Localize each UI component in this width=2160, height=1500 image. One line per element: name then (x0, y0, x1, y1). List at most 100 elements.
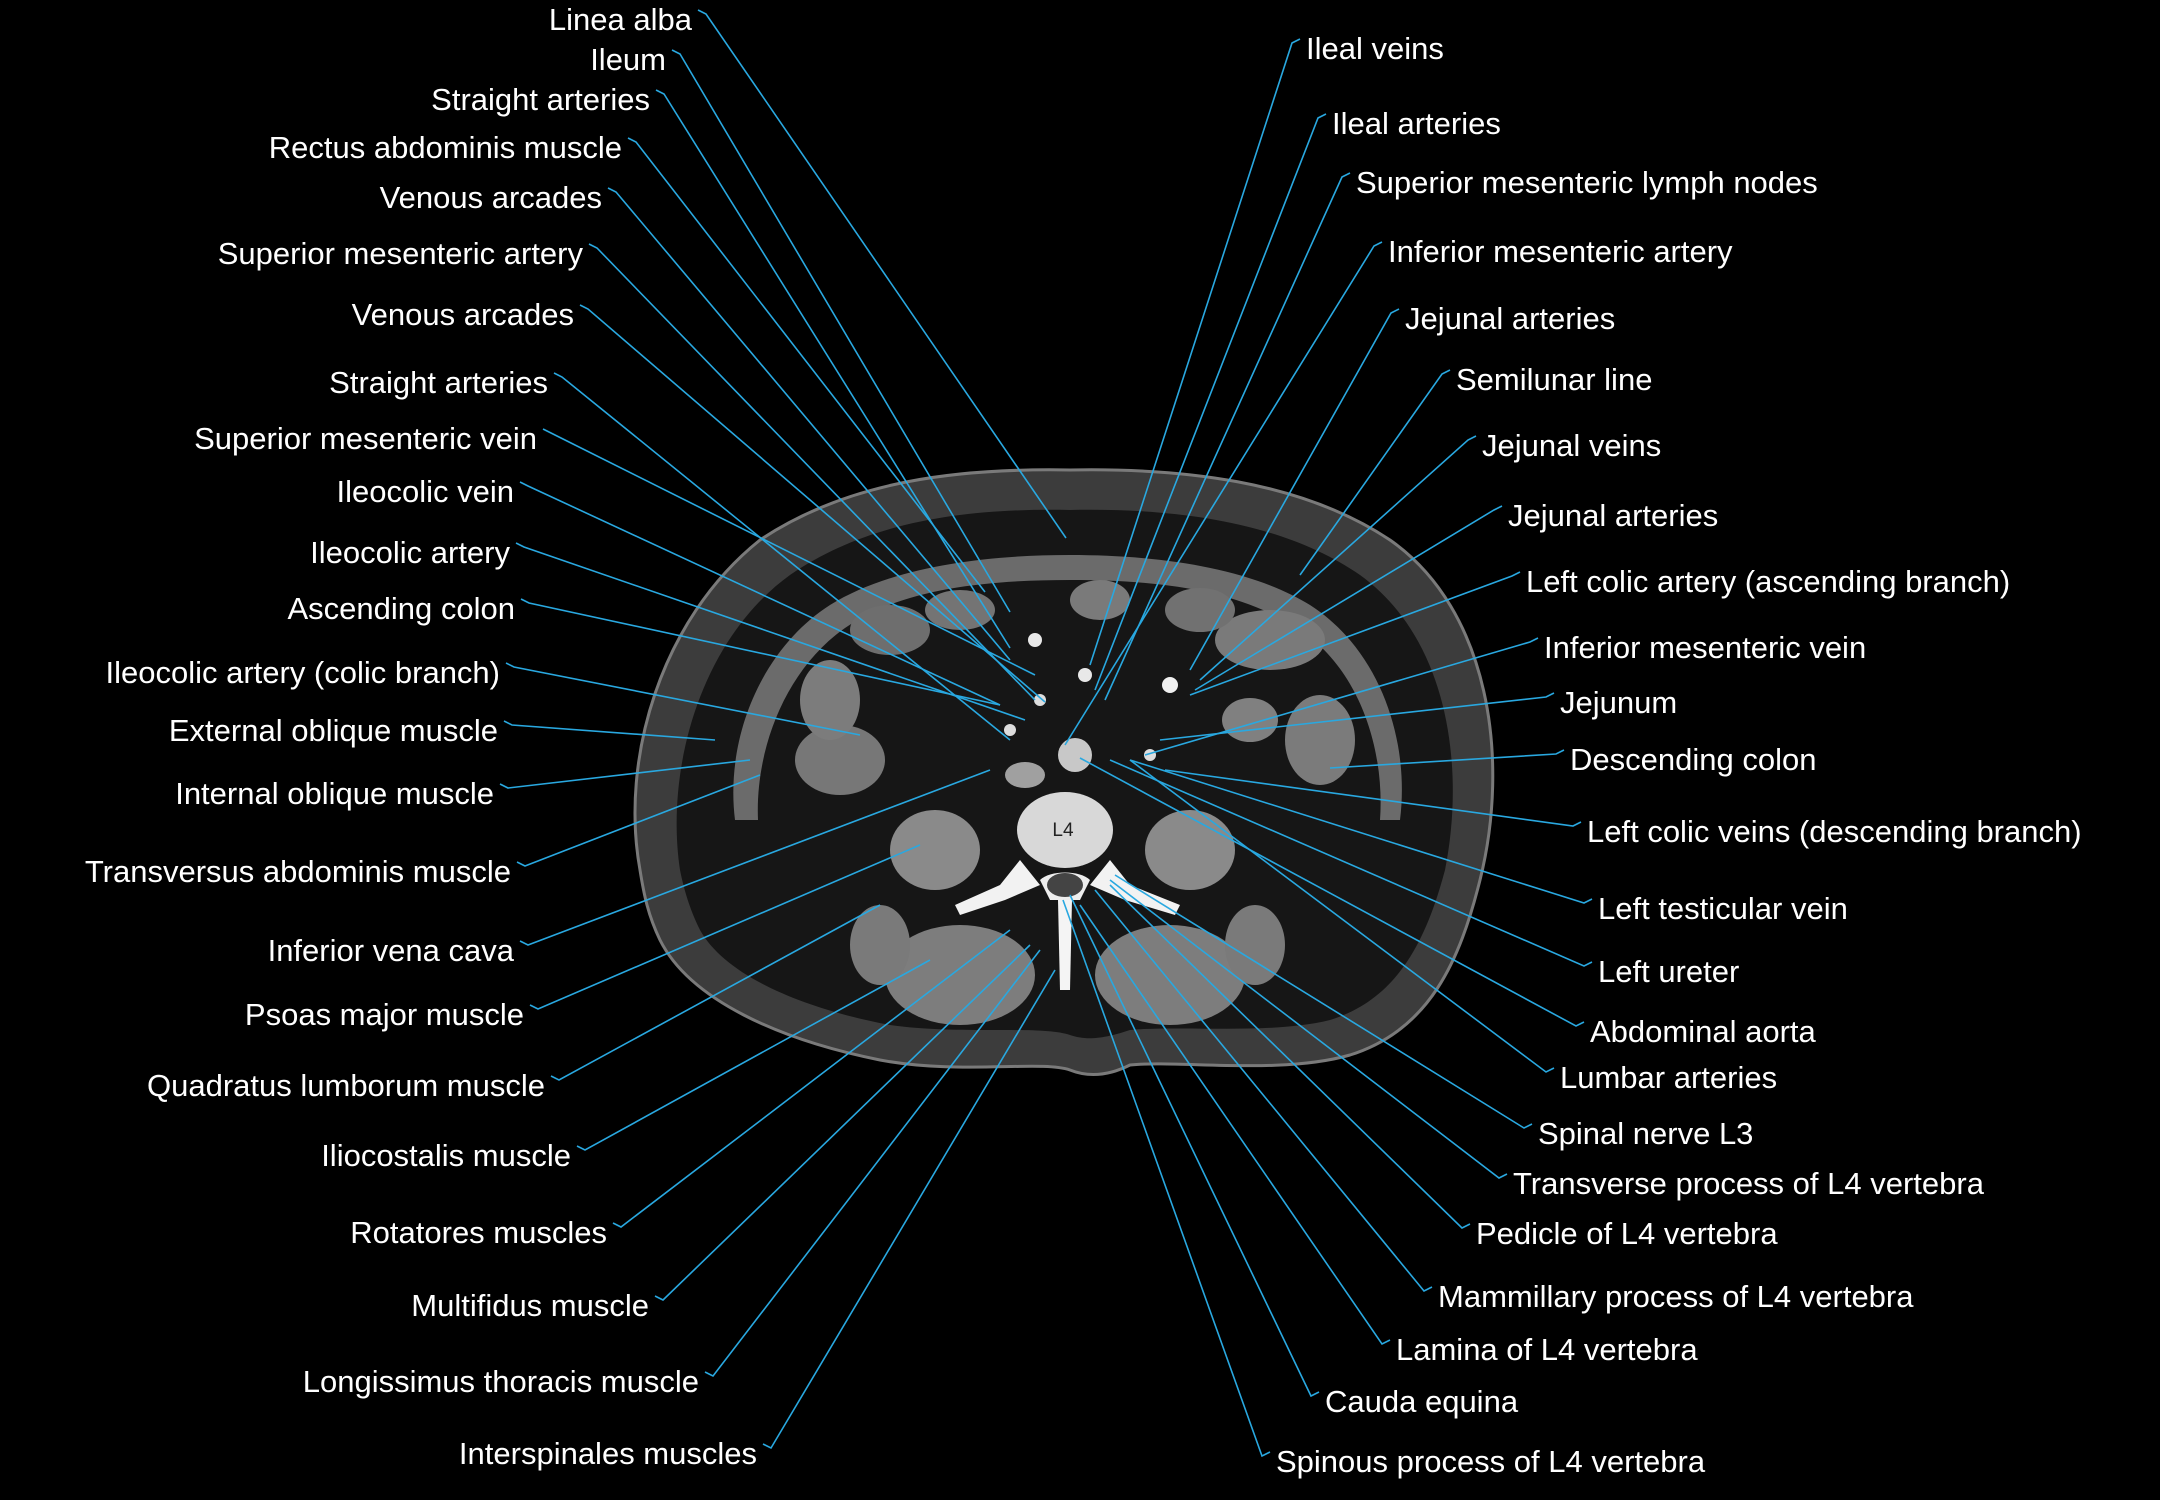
label-right-8: Left colic artery (ascending branch) (1526, 564, 2010, 599)
label-right-22: Cauda equina (1325, 1384, 1519, 1419)
label-left-0: Linea alba (549, 2, 693, 37)
leader-line-left-11 (520, 598, 1001, 706)
label-left-20: Rotatores muscles (350, 1215, 607, 1250)
leader-line-left-0 (697, 9, 1067, 539)
leader-line-left-19 (576, 959, 931, 1151)
label-right-2: Superior mesenteric lymph nodes (1356, 165, 1818, 200)
label-right-12: Left colic veins (descending branch) (1587, 814, 2082, 849)
leader-line-right-0 (1089, 38, 1301, 666)
leader-line-right-14 (1109, 759, 1593, 967)
leader-line-left-5 (588, 243, 1036, 701)
label-right-3: Inferior mesenteric artery (1388, 234, 1733, 269)
leader-line-right-1 (1094, 113, 1327, 691)
label-left-19: Iliocostalis muscle (321, 1138, 571, 1173)
label-left-7: Straight arteries (329, 365, 548, 400)
label-left-12: Ileocolic artery (colic branch) (105, 655, 500, 690)
label-right-9: Inferior mesenteric vein (1544, 630, 1866, 665)
label-left-17: Psoas major muscle (245, 997, 524, 1032)
label-right-10: Jejunum (1560, 685, 1677, 720)
leader-line-right-22 (1069, 894, 1320, 1398)
leader-line-right-4 (1189, 308, 1400, 671)
label-right-0: Ileal veins (1306, 31, 1444, 66)
label-right-16: Lumbar arteries (1560, 1060, 1777, 1095)
leader-line-right-2 (1104, 172, 1351, 701)
label-right-23: Spinous process of L4 vertebra (1276, 1444, 1706, 1479)
label-right-19: Pedicle of L4 vertebra (1476, 1216, 1778, 1251)
leader-line-right-18 (1109, 879, 1508, 1179)
leader-line-left-14 (499, 759, 751, 789)
leader-line-left-2 (655, 89, 1011, 649)
label-left-15: Transversus abdominis muscle (85, 854, 511, 889)
leader-line-right-6 (1199, 435, 1477, 681)
label-left-5: Superior mesenteric artery (218, 236, 584, 271)
leader-line-right-23 (1062, 899, 1271, 1458)
label-left-13: External oblique muscle (169, 713, 498, 748)
leader-line-left-6 (579, 304, 1046, 703)
leader-line-right-20 (1094, 889, 1433, 1293)
leader-line-left-9 (519, 481, 1001, 706)
vertebra-level-marker: L4 (1052, 820, 1074, 841)
leader-line-left-15 (516, 774, 761, 867)
label-right-20: Mammillary process of L4 vertebra (1438, 1279, 1914, 1314)
ct-axial-slice: L4 (633, 468, 1495, 1076)
label-right-18: Transverse process of L4 vertebra (1513, 1166, 1985, 1201)
leader-line-left-8 (542, 428, 1036, 676)
label-right-21: Lamina of L4 vertebra (1396, 1332, 1698, 1367)
leader-line-left-10 (515, 542, 1026, 721)
label-right-11: Descending colon (1570, 742, 1816, 777)
label-right-6: Jejunal veins (1482, 428, 1661, 463)
label-right-4: Jejunal arteries (1405, 301, 1615, 336)
leader-line-right-3 (1064, 241, 1383, 746)
leader-line-left-12 (505, 662, 861, 736)
leader-line-right-19 (1109, 884, 1471, 1229)
leader-line-left-20 (612, 929, 1011, 1228)
leader-line-left-17 (529, 844, 921, 1010)
leader-line-right-17 (1114, 874, 1533, 1129)
label-left-21: Multifidus muscle (411, 1288, 649, 1323)
label-left-3: Rectus abdominis muscle (269, 130, 622, 165)
label-right-5: Semilunar line (1456, 362, 1652, 397)
leader-line-right-13 (1129, 759, 1593, 904)
label-left-11: Ascending colon (288, 591, 516, 626)
label-right-14: Left ureter (1598, 954, 1739, 989)
label-left-18: Quadratus lumborum muscle (147, 1068, 545, 1103)
leader-line-right-7 (1194, 505, 1503, 691)
leader-line-left-23 (762, 969, 1056, 1450)
label-left-2: Straight arteries (431, 82, 650, 117)
leader-line-right-5 (1299, 369, 1451, 576)
leader-line-right-11 (1329, 749, 1565, 769)
leader-line-left-16 (519, 769, 991, 946)
leader-line-left-7 (553, 372, 1011, 741)
label-left-9: Ileocolic vein (337, 474, 514, 509)
label-left-16: Inferior vena cava (268, 933, 515, 968)
leader-lines (499, 9, 1593, 1458)
leader-line-right-12 (1164, 769, 1582, 827)
leader-line-left-13 (503, 720, 716, 741)
label-left-22: Longissimus thoracis muscle (303, 1364, 699, 1399)
leader-line-left-1 (671, 49, 1011, 613)
leader-line-left-21 (654, 944, 1031, 1301)
leader-line-right-8 (1189, 571, 1521, 696)
leader-line-left-3 (627, 137, 986, 593)
leader-line-left-22 (704, 949, 1041, 1378)
label-left-1: Ileum (590, 42, 666, 77)
leader-line-left-4 (607, 187, 1011, 661)
leader-line-left-18 (550, 904, 881, 1081)
label-right-15: Abdominal aorta (1590, 1014, 1817, 1049)
label-right-13: Left testicular vein (1598, 891, 1848, 926)
label-left-14: Internal oblique muscle (175, 776, 494, 811)
leader-line-right-9 (1144, 637, 1539, 756)
leader-line-right-21 (1079, 904, 1391, 1346)
label-left-6: Venous arcades (352, 297, 574, 332)
label-right-1: Ileal arteries (1332, 106, 1501, 141)
label-left-23: Interspinales muscles (459, 1436, 757, 1471)
label-left-4: Venous arcades (380, 180, 602, 215)
leader-line-right-10 (1159, 692, 1555, 741)
label-right-7: Jejunal arteries (1508, 498, 1718, 533)
label-right-17: Spinal nerve L3 (1538, 1116, 1753, 1151)
leader-line-right-16 (1129, 759, 1555, 1073)
label-left-10: Ileocolic artery (310, 535, 510, 570)
